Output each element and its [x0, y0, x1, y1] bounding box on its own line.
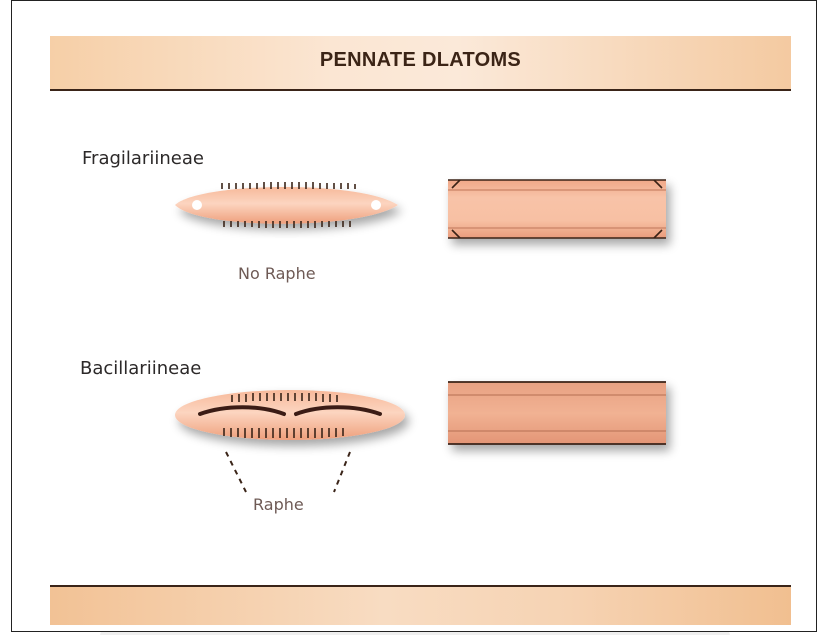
fragilariineae-valve [175, 187, 398, 224]
fragilariineae-girdle-view [448, 180, 666, 238]
bacillariineae-girdle-view [448, 382, 666, 444]
bacillariineae-valve [175, 390, 405, 440]
raphe-pointer-lines [226, 452, 350, 492]
footer-band [50, 585, 791, 625]
